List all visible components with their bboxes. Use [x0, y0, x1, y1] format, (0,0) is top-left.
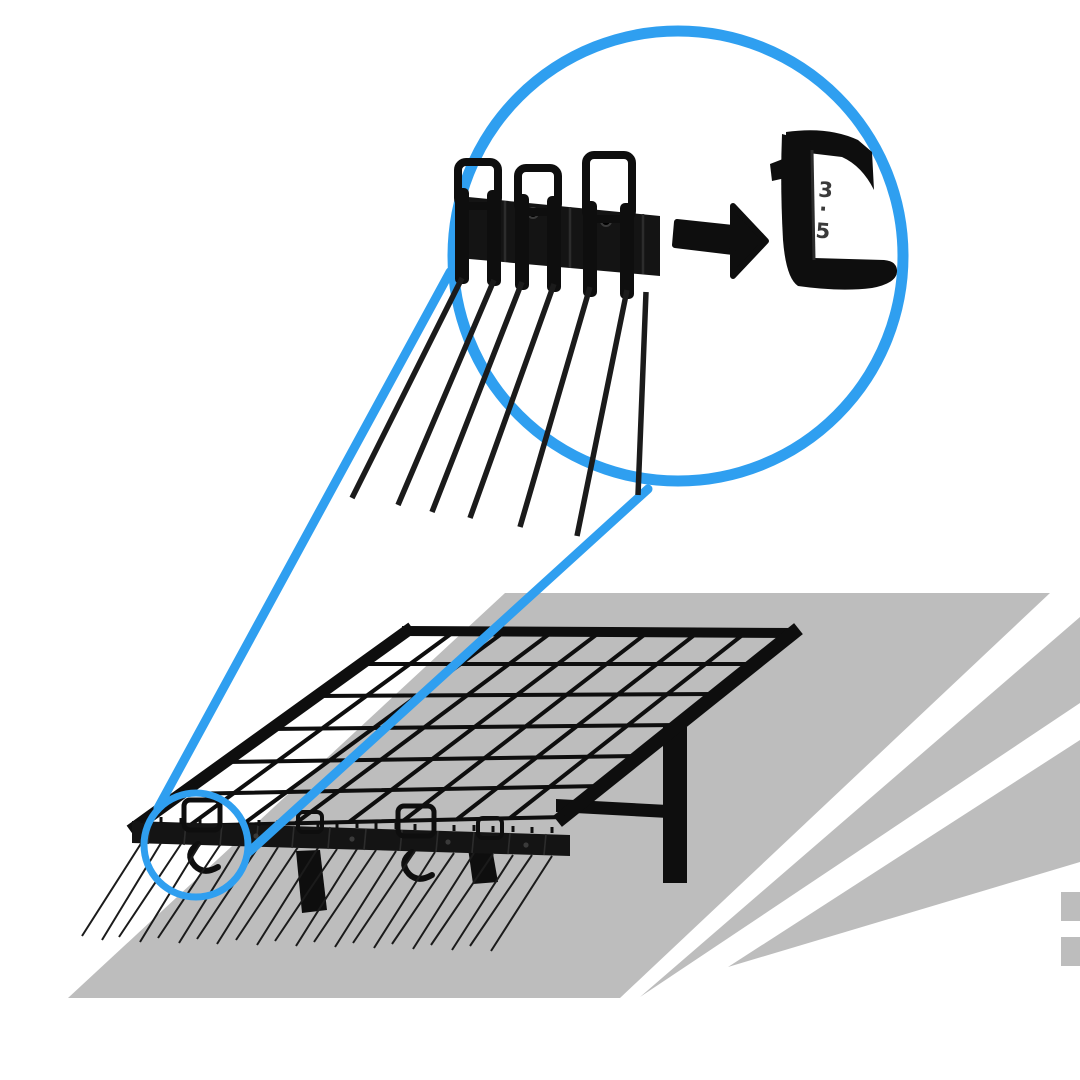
clip-marking-bottom: 5	[815, 218, 831, 243]
zoom-connector-left	[153, 267, 455, 813]
clip-side-tab	[770, 157, 790, 181]
rail-clip-highlighted	[181, 797, 223, 874]
magnified-clip-1	[454, 158, 502, 286]
rail-hole-1	[253, 833, 259, 839]
zoom-callout: 3 · 5	[140, 25, 909, 901]
zoom-connector-right	[245, 484, 653, 856]
rail-loop-3	[296, 810, 324, 834]
bird-wires	[81, 841, 553, 952]
roof-square-2	[1061, 937, 1080, 966]
rail-clip-2	[395, 803, 437, 882]
rail-hole-2	[349, 836, 355, 842]
rail-hole-3	[445, 839, 451, 845]
rail-loop-4	[476, 816, 504, 840]
magnified-clip-3	[582, 151, 636, 299]
support-post	[663, 727, 687, 883]
roof-square-1	[1061, 892, 1080, 921]
clip-product: 3 · 5	[770, 130, 898, 290]
zoom-connector-lines	[153, 267, 653, 856]
zoom-source-circle	[140, 789, 252, 901]
magnified-clip-2	[514, 164, 562, 292]
magnified-wires	[349, 276, 649, 537]
arrow-right-icon	[672, 203, 769, 279]
panel-grid	[179, 629, 755, 828]
rail-seams	[147, 821, 547, 856]
clip-foot	[798, 258, 898, 290]
magnified-rail	[349, 151, 660, 537]
magnified-rail-seams	[503, 201, 645, 274]
clip-markings: 3 · 5	[815, 178, 834, 244]
clip-marking-dot: ·	[818, 197, 828, 221]
roof-stripe-1	[640, 617, 1080, 997]
panel-frame-right-edge	[553, 623, 803, 827]
panel-frame-back-edge	[401, 625, 799, 639]
clip-spine-edge-highlight	[810, 149, 816, 261]
rail-hole-4	[523, 842, 529, 848]
panel-grid-rows	[179, 662, 755, 796]
bird-wire-rail	[132, 797, 570, 882]
roof-stripe-2	[728, 740, 1080, 967]
clip-marking-top: 3	[818, 178, 834, 203]
